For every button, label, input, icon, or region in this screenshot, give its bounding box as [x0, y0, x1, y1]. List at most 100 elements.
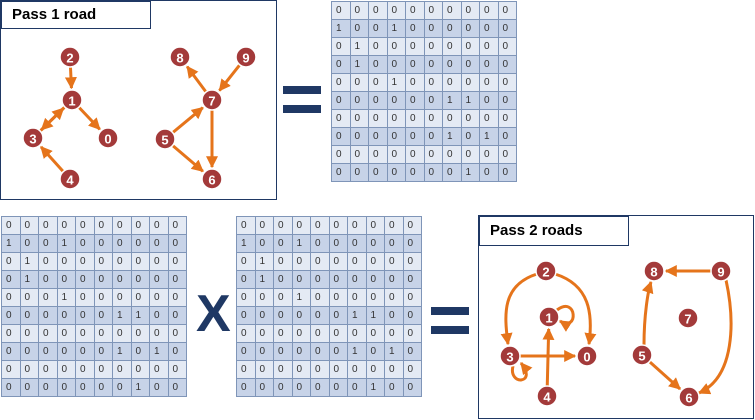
matrix-cell: 0	[149, 306, 169, 325]
pass1-title: Pass 1 road	[1, 1, 151, 29]
matrix-cell: 0	[56, 360, 76, 379]
matrix-cell: 0	[402, 342, 422, 361]
matrix-cell: 0	[19, 324, 39, 343]
matrix-cell: 0	[331, 109, 351, 128]
matrix-cell: 0	[347, 216, 367, 235]
matrix-cell: 0	[386, 91, 406, 110]
matrix-cell: 0	[1, 306, 21, 325]
matrix-cell: 0	[331, 55, 351, 74]
matrix-cell: 0	[75, 378, 95, 397]
matrix-cell: 0	[386, 145, 406, 164]
matrix-cell: 0	[460, 145, 480, 164]
matrix-cell: 0	[236, 288, 256, 307]
node-label: 5	[638, 349, 645, 364]
matrix-cell: 0	[365, 234, 385, 253]
matrix-cell: 0	[254, 342, 274, 361]
matrix-cell: 0	[368, 19, 388, 38]
matrix-cell: 0	[405, 73, 425, 92]
matrix-cell: 0	[19, 234, 39, 253]
matrix-cell: 0	[310, 288, 330, 307]
matrix-cell: 1	[291, 234, 311, 253]
node-label: 8	[176, 51, 183, 66]
node-5: 5	[631, 344, 653, 366]
node-5: 5	[154, 128, 176, 150]
edge-1-0	[77, 106, 101, 131]
matrix-cell: 0	[273, 234, 293, 253]
matrix-cell: 0	[347, 234, 367, 253]
matrix-cell: 0	[130, 360, 150, 379]
matrix-cell: 0	[236, 252, 256, 271]
matrix-cell: 0	[479, 55, 499, 74]
matrix-cell: 0	[349, 145, 369, 164]
matrix-cell: 0	[386, 163, 406, 182]
node-label: 3	[29, 132, 36, 147]
node-label: 6	[685, 391, 692, 406]
matrix-cell: 1	[386, 73, 406, 92]
matrix-cell: 0	[273, 252, 293, 271]
edge-1-1	[556, 305, 575, 332]
matrix-cell: 0	[130, 324, 150, 343]
matrix-cell: 0	[56, 378, 76, 397]
matrix-cell: 0	[75, 252, 95, 271]
matrix-cell: 0	[75, 306, 95, 325]
matrix-cell: 0	[423, 127, 443, 146]
matrix-cell: 0	[460, 127, 480, 146]
matrix-cell: 0	[402, 270, 422, 289]
matrix-cell: 0	[405, 145, 425, 164]
matrix-cell: 0	[402, 324, 422, 343]
matrix-cell: 0	[1, 378, 21, 397]
matrix-cell: 0	[423, 73, 443, 92]
matrix-cell: 0	[497, 19, 517, 38]
matrix-cell: 0	[38, 288, 58, 307]
matrix-cell: 0	[236, 270, 256, 289]
matrix-cell: 0	[149, 216, 169, 235]
matrix-cell: 0	[56, 306, 76, 325]
matrix-cell: 0	[254, 360, 274, 379]
matrix-cell: 0	[236, 342, 256, 361]
matrix-cell: 1	[347, 342, 367, 361]
matrix-cell: 0	[236, 360, 256, 379]
matrix-cell: 0	[331, 73, 351, 92]
matrix-cell: 0	[167, 270, 187, 289]
matrix-cell: 0	[442, 19, 462, 38]
matrix-cell: 0	[291, 306, 311, 325]
matrix-cell: 0	[423, 37, 443, 56]
matrix-cell: 0	[112, 288, 132, 307]
matrix-cell: 0	[93, 288, 113, 307]
matrix-cell: 0	[497, 73, 517, 92]
matrix-cell: 0	[93, 360, 113, 379]
matrix-cell: 1	[479, 127, 499, 146]
node-3: 3	[499, 345, 521, 367]
matrix-cell: 0	[38, 378, 58, 397]
matrix-cell: 0	[310, 216, 330, 235]
matrix-cell: 0	[291, 378, 311, 397]
matrix-cell: 0	[368, 55, 388, 74]
matrix-cell: 0	[273, 216, 293, 235]
matrix-cell: 0	[402, 234, 422, 253]
matrix-cell: 0	[368, 37, 388, 56]
matrix-cell: 0	[112, 378, 132, 397]
matrix-cell: 0	[56, 252, 76, 271]
matrix-cell: 0	[310, 342, 330, 361]
matrix-cell: 1	[236, 234, 256, 253]
matrix-cell: 1	[112, 342, 132, 361]
matrix-cell: 0	[291, 216, 311, 235]
matrix-cell: 0	[442, 55, 462, 74]
matrix-cell: 0	[384, 234, 404, 253]
matrix-cell: 0	[38, 252, 58, 271]
node-label: 9	[242, 51, 249, 66]
matrix-cell: 0	[1, 216, 21, 235]
node-label: 1	[545, 311, 552, 326]
matrix-cell: 0	[331, 145, 351, 164]
matrix-cell: 0	[442, 37, 462, 56]
matrix-cell: 0	[368, 73, 388, 92]
matrix-cell: 0	[75, 324, 95, 343]
